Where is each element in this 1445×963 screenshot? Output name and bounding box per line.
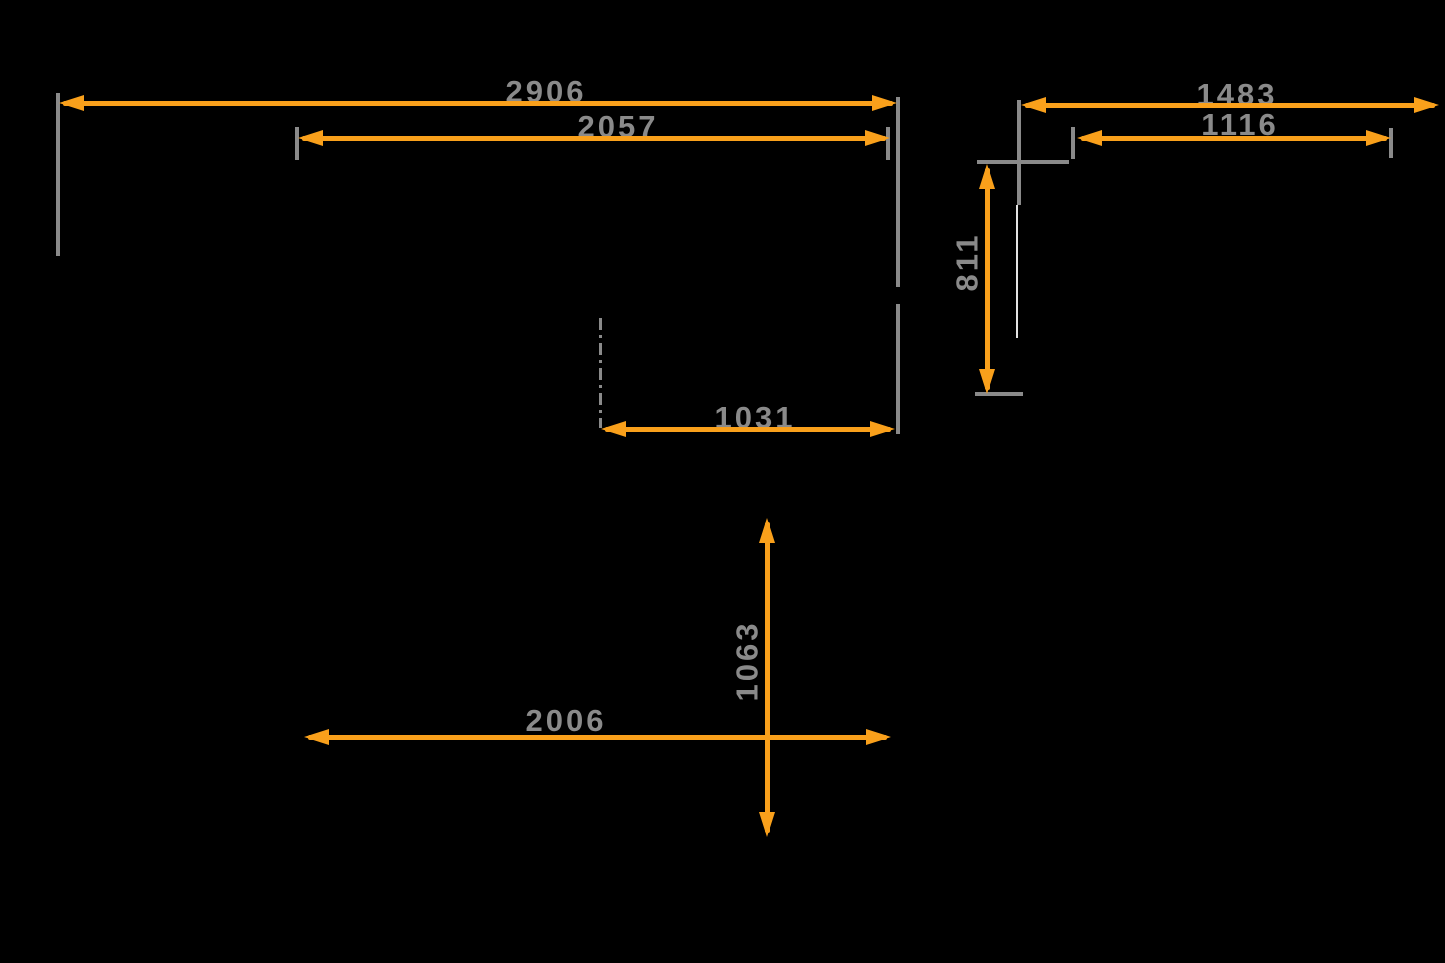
arrowhead-left-icon — [59, 95, 84, 111]
dim-plan-depth-label: 1063 — [729, 620, 765, 702]
side-front-edge-line — [1017, 100, 1021, 205]
dim-inner-depth-right-tick — [1389, 128, 1393, 158]
dim-height-label: 811 — [949, 232, 985, 292]
arrowhead-right-icon — [1366, 130, 1391, 146]
arrowhead-right-icon — [872, 95, 897, 111]
dim-height-line — [979, 164, 995, 394]
front-right-extension-line-upper — [896, 97, 900, 287]
arrowhead-down-icon — [979, 369, 995, 394]
dim-plan-width-line — [304, 729, 891, 745]
dim-inner-width-left-tick — [295, 127, 299, 160]
side-top-reference-line — [977, 160, 1069, 164]
dim-inner-depth-left-tick — [1071, 127, 1075, 159]
dim-inner-depth-line — [1077, 130, 1391, 146]
dimension-bar — [302, 136, 886, 141]
dim-plan-depth-line — [759, 518, 775, 837]
dimension-bar — [605, 427, 891, 432]
side-bottom-reference-line — [975, 392, 1023, 396]
dim-inner-width-line — [298, 130, 890, 146]
arrowhead-up-icon — [979, 164, 995, 189]
arrowhead-right-icon — [1414, 97, 1439, 113]
arrowhead-down-icon — [759, 812, 775, 837]
arrowhead-right-icon — [870, 421, 895, 437]
arrowhead-left-icon — [601, 421, 626, 437]
front-center-line — [599, 318, 602, 428]
dimension-bar — [308, 735, 887, 740]
dim-inner-depth-label: 1116 — [1201, 107, 1279, 142]
dim-plan-width-label: 2006 — [525, 703, 607, 738]
arrowhead-up-icon — [759, 518, 775, 543]
arrowhead-left-icon — [298, 130, 323, 146]
dim-overall-depth-line — [1021, 97, 1439, 113]
arrowhead-left-icon — [304, 729, 329, 745]
arrowhead-left-icon — [1021, 97, 1046, 113]
arrowhead-right-icon — [865, 130, 890, 146]
dim-overall-width-line — [59, 95, 897, 111]
dimension-bar — [1025, 103, 1435, 108]
dimension-bar — [985, 168, 990, 390]
dimension-bar — [1081, 136, 1387, 141]
side-front-edge-outline — [1016, 205, 1018, 338]
dimension-bar — [765, 522, 770, 833]
front-right-extension-line-lower — [896, 304, 900, 434]
arrowhead-left-icon — [1077, 130, 1102, 146]
front-left-extension-line — [56, 93, 60, 256]
dimension-bar — [63, 101, 893, 106]
dim-partial-width-line — [601, 421, 895, 437]
arrowhead-right-icon — [866, 729, 891, 745]
